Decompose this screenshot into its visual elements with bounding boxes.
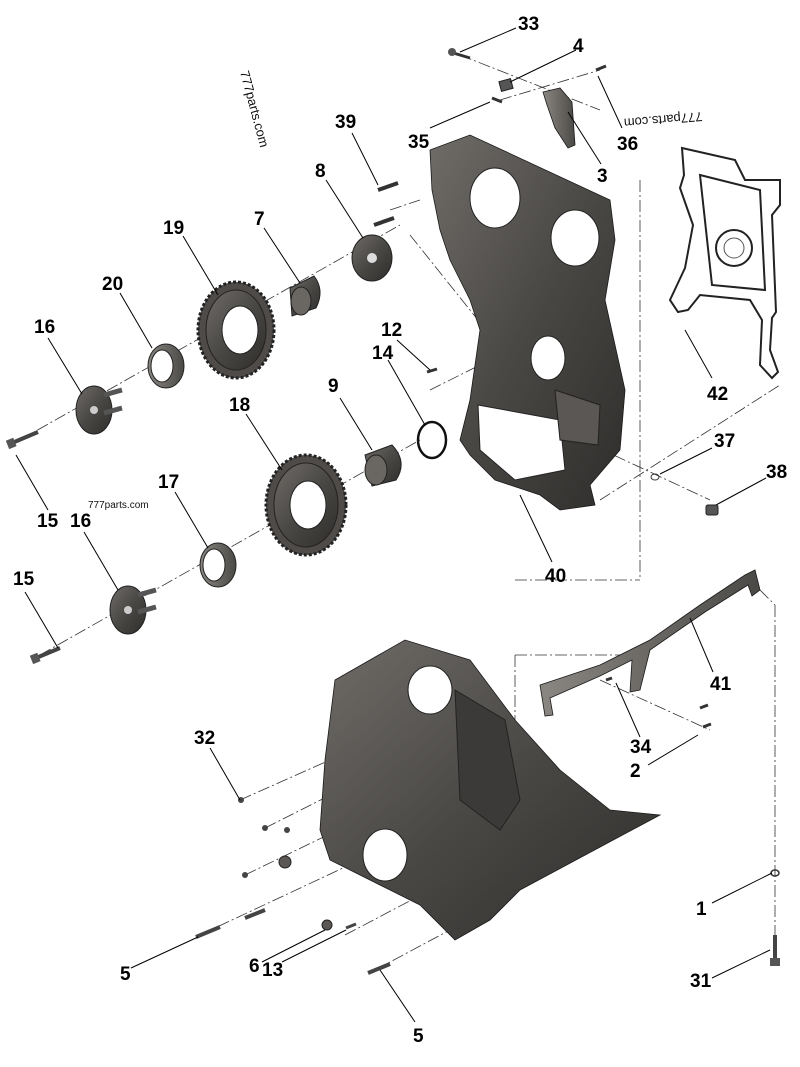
callout-4: 4	[573, 36, 584, 57]
front-gear-cover-housing	[429, 134, 626, 511]
gear-hubs	[289, 234, 393, 317]
bracket-assembly	[373, 48, 719, 516]
watermark-top-left: 777parts.com	[237, 69, 272, 149]
callout-15-lower: 15	[13, 569, 35, 590]
callout-13: 13	[262, 960, 283, 981]
callout-18: 18	[229, 395, 250, 416]
callout-40: 40	[545, 566, 566, 587]
callout-41: 41	[710, 674, 732, 695]
callout-42: 42	[707, 384, 728, 405]
callout-8: 8	[315, 161, 326, 182]
bolt-15-upper	[5, 430, 39, 450]
gear-19	[196, 280, 276, 380]
callout-19: 19	[163, 218, 184, 239]
callout-12: 12	[381, 320, 402, 341]
callout-9: 9	[328, 376, 339, 397]
idler-shaft-16-lower	[109, 585, 157, 635]
callout-1: 1	[696, 899, 707, 920]
callout-39: 39	[335, 112, 356, 133]
fasteners-lower	[195, 797, 780, 975]
o-ring-14	[416, 420, 448, 460]
gear-18	[264, 453, 348, 557]
callout-15-upper: 15	[37, 511, 59, 532]
front-cover-gasket	[668, 146, 781, 380]
callout-7: 7	[254, 209, 265, 230]
callout-33: 33	[518, 14, 539, 35]
callout-20: 20	[102, 274, 123, 295]
callout-34: 34	[630, 737, 652, 758]
bolt-15-lower	[29, 646, 61, 665]
callout-6: 6	[249, 956, 260, 977]
callout-16-upper: 16	[34, 317, 55, 338]
callout-37: 37	[714, 431, 735, 452]
bushing-20	[147, 343, 185, 389]
callout-2: 2	[630, 761, 641, 782]
callout-31: 31	[690, 971, 712, 992]
hub-9	[364, 444, 402, 487]
callout-16-lower: 16	[70, 511, 91, 532]
callout-32: 32	[194, 728, 215, 749]
callout-14: 14	[372, 343, 394, 364]
callout-38: 38	[766, 462, 787, 483]
leader-lines	[15, 27, 773, 1023]
idler-shaft-16-upper	[75, 385, 123, 435]
callout-5-left: 5	[120, 964, 131, 985]
engine-block-front	[319, 639, 662, 941]
callout-17: 17	[158, 472, 179, 493]
watermark-mid-left: 777parts.com	[88, 500, 149, 511]
callout-5-bottom: 5	[413, 1026, 424, 1047]
callout-3: 3	[597, 166, 608, 187]
callout-labels: 33 4 35 36 3 39 8 7 19 20 16 12 14 9 18 …	[13, 14, 787, 1047]
watermark-top-right: 777parts.com	[623, 109, 703, 131]
rail-41	[539, 569, 761, 729]
callout-35: 35	[408, 132, 430, 153]
callout-36: 36	[617, 134, 638, 155]
bushing-17	[199, 542, 237, 588]
